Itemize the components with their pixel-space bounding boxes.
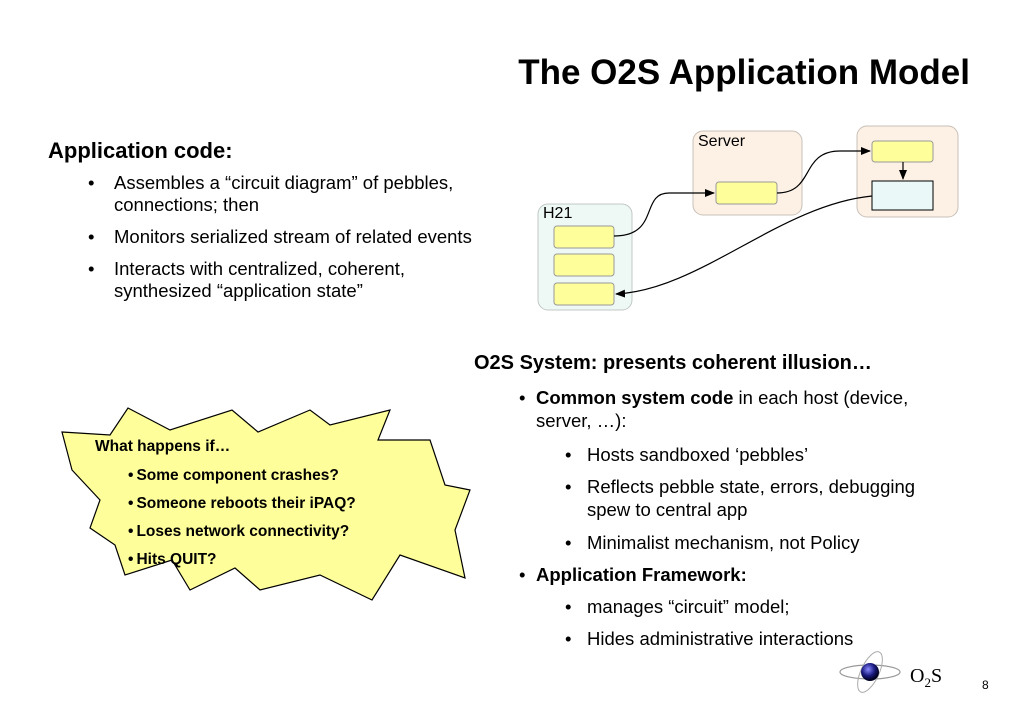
list-item: Assembles a “circuit diagram” of pebbles… [88,172,488,216]
list-item: •manages “circuit” model; [565,596,790,617]
list-item: •Hosts sandboxed ‘pebbles’ [565,444,809,465]
burst-heading: What happens if… [95,438,231,455]
common-system-code-item-cont: server, …): [536,410,627,431]
connection-server-to-app [776,147,871,194]
app-pebble [871,140,934,163]
connection-h21-to-server [613,189,715,237]
application-framework-item: •Application Framework: [519,564,747,585]
server-label: Server [698,133,746,150]
burst-item: •Hits QUIT? [128,551,217,568]
h21-pebble-3 [553,282,615,306]
application-state-box [871,180,934,211]
common-system-code-item: •Common system code in each host (device… [519,387,909,408]
globe-orbit-icon [839,651,901,693]
list-item: •Reflects pebble state, errors, debuggin… [565,476,916,497]
h21-pebble-1 [553,225,615,249]
page-number: 8 [982,678,989,692]
pebble-circuit-diagram [537,125,959,311]
what-happens-burst [61,407,471,601]
application-code-list: Assembles a “circuit diagram” of pebbles… [88,172,488,312]
list-item: •Minimalist mechanism, not Policy [565,532,860,553]
burst-item: •Some component crashes? [128,467,339,484]
burst-item: •Loses network connectivity? [128,523,350,540]
o2s-system-heading: O2S System: presents coherent illusion… [474,352,872,374]
slide-title: The O2S Application Model [518,53,970,92]
list-item: Monitors serialized stream of related ev… [88,226,488,248]
application-code-heading: Application code: [48,138,233,163]
list-item: •Hides administrative interactions [565,628,854,649]
burst-item: •Someone reboots their iPAQ? [128,495,356,512]
event-stream-to-h21 [615,195,873,298]
h21-pebble-2 [553,253,615,277]
list-item-cont: spew to central app [587,499,748,520]
list-item: Interacts with centralized, coherent, sy… [88,258,488,302]
h21-label: H21 [543,205,573,222]
o2s-logo-text: O2S [910,665,943,690]
server-pebble [715,181,778,205]
